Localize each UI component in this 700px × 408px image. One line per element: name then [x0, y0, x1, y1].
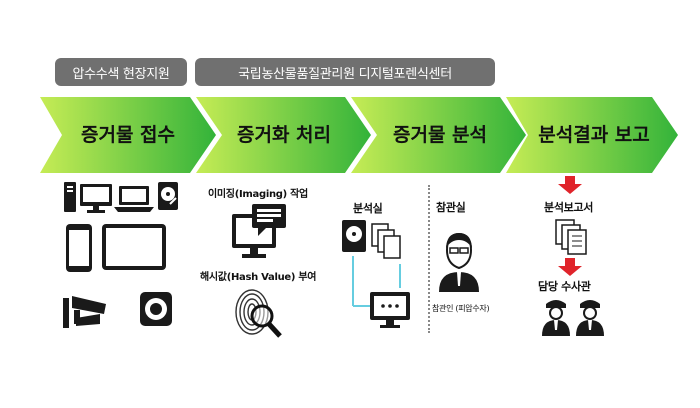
report-documents-icon: [555, 219, 587, 255]
on-site-support-tag: 압수수색 현장지원: [55, 58, 187, 86]
analysis-room-group: [342, 220, 410, 328]
down-arrow-icon-2: [558, 258, 582, 276]
step-arrow-1: [40, 97, 216, 173]
step-arrow-4: [506, 97, 678, 173]
analysis-report-label: 분석보고서: [544, 201, 594, 214]
observer-person-icon: [439, 232, 479, 292]
analysis-monitor-icon: [370, 292, 410, 328]
speaker-device-icon: [140, 292, 172, 326]
documents-icon: [371, 223, 401, 259]
step-1-label: 증거물 접수: [81, 124, 175, 146]
desktop-computer-icon: [64, 182, 112, 213]
smartphone-icon: [66, 224, 92, 272]
tablet-icon: [102, 224, 166, 270]
step-2-label: 증거화 처리: [237, 124, 331, 146]
down-arrow-icon: [558, 176, 582, 194]
fingerprint-magnifier-icon: [235, 289, 282, 338]
cctv-camera-icon: [63, 296, 106, 328]
hash-value-label: 해시값(Hash Value) 부여: [200, 272, 317, 283]
observation-room-label: 참관실: [436, 201, 466, 214]
room-divider: [428, 185, 430, 333]
disk-drive-icon: [342, 220, 366, 252]
evidence-devices-group: [63, 182, 178, 328]
step-arrow-3: [351, 97, 526, 173]
investigator-label: 담당 수사관: [538, 280, 591, 293]
imaging-work-label: 이미징(Imaging) 작업: [208, 189, 308, 200]
imaging-computer-icon: [232, 204, 286, 258]
step-arrow-2: [196, 97, 371, 173]
analysis-room-label: 분석실: [353, 202, 383, 215]
laptop-icon: [114, 186, 154, 212]
step-4-label: 분석결과 보고: [538, 124, 650, 146]
forensic-center-tag: 국립농산물품질관리원 디지털포렌식센터: [195, 58, 495, 86]
step-3-label: 증거물 분석: [393, 124, 487, 146]
hard-disk-icon: [158, 182, 178, 210]
observer-caption: 참관인 (피압수자): [432, 304, 490, 313]
investigators-icon: [542, 300, 604, 336]
